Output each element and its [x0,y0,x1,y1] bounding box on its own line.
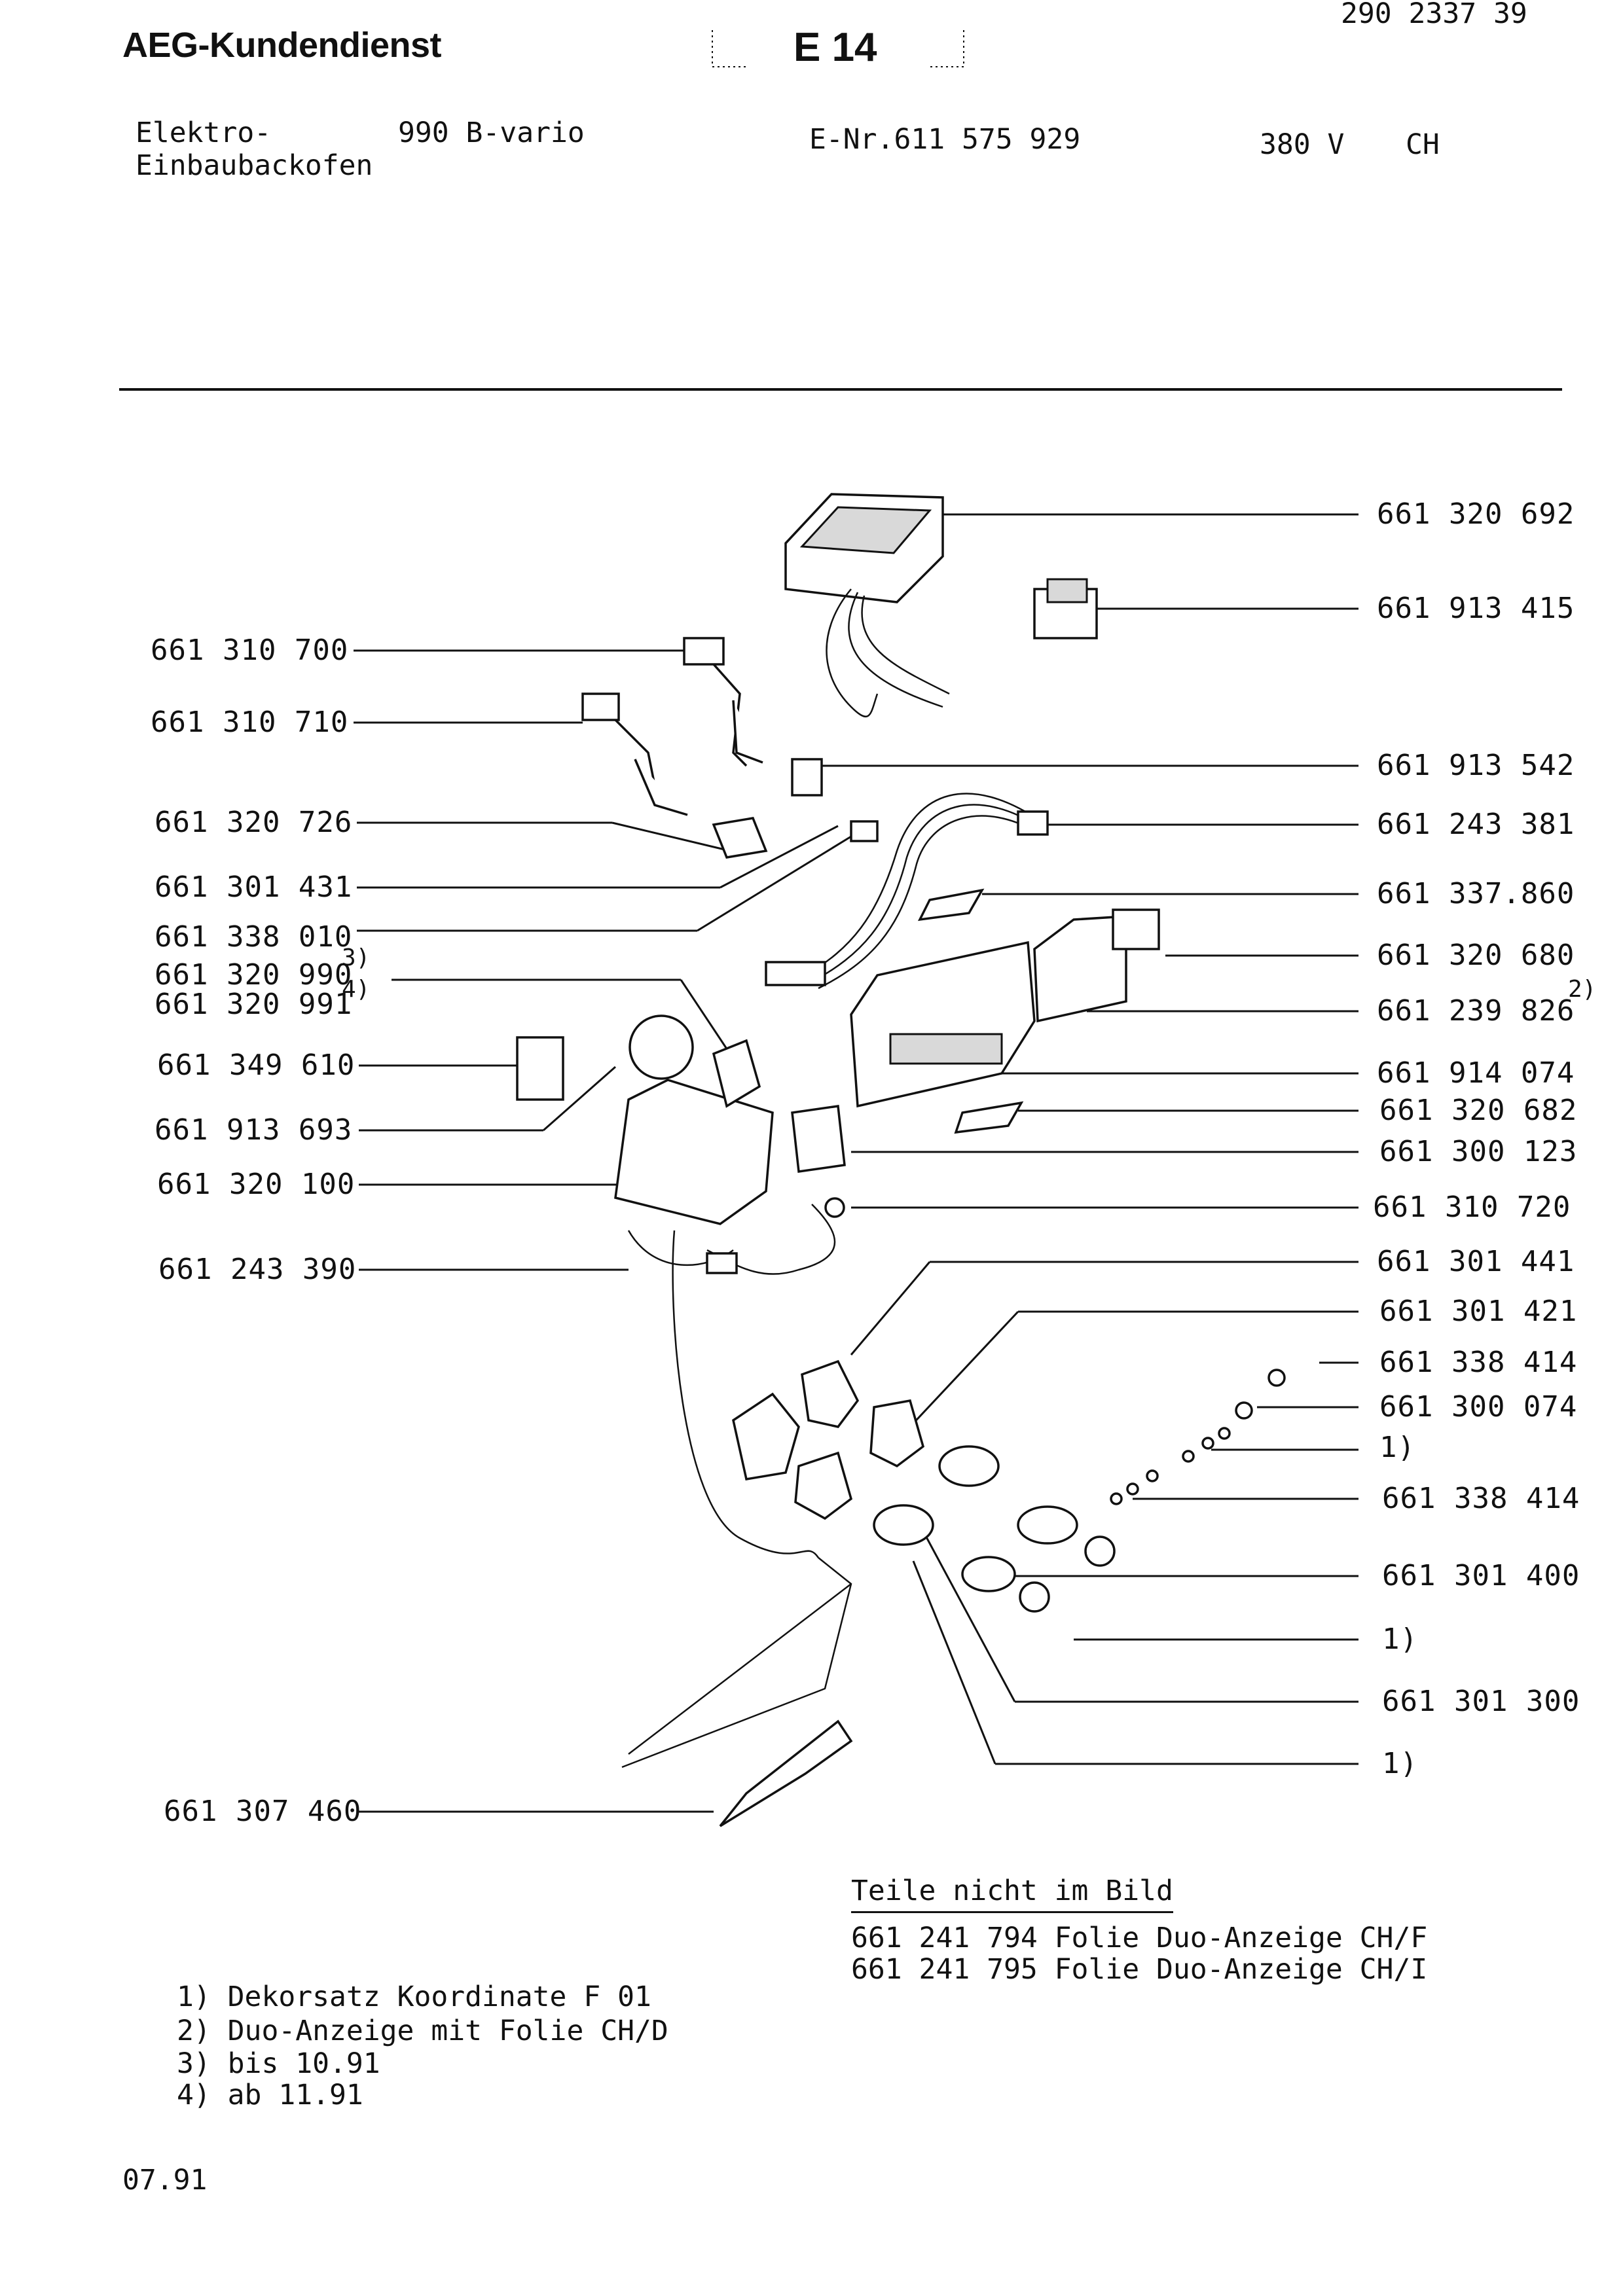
small-fittings [1110,1369,1286,1505]
footnote-detail: mit Folie CH/D [431,2015,668,2047]
ribbon-cable-upper [826,588,950,717]
part-number-right: 661 300 074 [1379,1390,1578,1424]
part-number-right: 661 338 414 [1382,1482,1580,1515]
part-number-left: 661 301 431 [155,870,353,904]
cable-harness-lower [621,1197,852,1768]
part-number-left: 661 310 700 [151,634,349,667]
part-number-left: 661 913 693 [155,1113,353,1147]
section-code: E 14 [793,25,877,70]
part-number-right: 661 337.860 [1377,877,1575,910]
footnote-mark: 2) [177,2015,211,2047]
part-number-right: 661 301 421 [1379,1295,1578,1328]
e-number: E-Nr.611 575 929 [809,123,1081,156]
part-number-right: 661 914 074 [1377,1056,1575,1090]
product-line1: Elektro- [136,117,272,149]
footnote-text: Dekorsatz [227,1981,380,2013]
footnote-detail: 11.91 [278,2079,363,2111]
part-number-left: 661 310 710 [151,706,349,739]
control-module-top [784,493,944,603]
footnote-detail: Koordinate F 01 [397,1981,651,2013]
not-shown-variant: CH/F [1359,1922,1428,1954]
footnote-ref: 1) [1379,1431,1415,1464]
footnote-mark: 2) [1568,976,1597,1003]
temperature-probe [628,1583,853,1827]
footnote-mark: 4) [342,976,371,1003]
footnote-ref: 1) [1382,1623,1418,1656]
part-number-left: 661 338 010 [155,920,353,954]
part-number-right: 661 913 542 [1377,749,1575,782]
part-number-left: 661 320 726 [155,806,353,839]
footnote-mark: 1) [177,1981,211,2013]
not-shown-desc: Folie Duo-Anzeige [1054,1922,1343,1954]
not-shown-item: 661 241 795 Folie Duo-Anzeige CH/I [851,1956,1427,1984]
part-number-right: 661 913 415 [1377,592,1575,625]
section-code-frame [712,30,964,67]
part-number-right: 661 239 826 [1377,994,1575,1028]
footnote-detail: 10.91 [295,2047,380,2080]
footnote: 3) bis 10.91 [177,2050,380,2078]
display-module [850,908,1160,1108]
part-number-left: 661 320 991 [155,988,353,1021]
bracket-parts [712,758,879,859]
part-number-right: 661 300 123 [1379,1135,1578,1168]
part-number-right: 661 301 400 [1382,1559,1580,1592]
part-number-right: 661 320 682 [1379,1094,1578,1127]
not-shown-title: Teile nicht im Bild [851,1874,1173,1913]
document-number: 290 2337 39 [1341,0,1527,30]
footnote-text: ab [227,2079,262,2111]
knob-caps [873,1445,1116,1613]
flat-connectors [581,637,763,816]
footnote: 4) ab 11.91 [177,2081,363,2109]
part-number-right: 661 301 300 [1382,1685,1580,1718]
plate-frames [917,888,1024,1134]
footnote-mark: 3) [177,2047,211,2080]
not-shown-title-text: Teile nicht im Bild [851,1874,1173,1913]
footnote: 1) Dekorsatz Koordinate F 01 [177,1983,651,2011]
not-shown-number: 661 241 794 [851,1922,1038,1954]
part-number-left: 661 320 990 [155,958,353,992]
product-line2: Einbaubackofen [136,149,373,182]
footnote-text: Duo-Anzeige [227,2015,414,2047]
part-number-right: 661 338 414 [1379,1346,1578,1379]
footnote-mark: 3) [342,944,371,971]
not-shown-variant: CH/I [1359,1953,1428,1986]
country-code: CH [1406,128,1440,161]
footnote-mark: 4) [177,2079,211,2111]
header-rule [119,388,1562,391]
model-name: 990 B-vario [398,117,585,149]
part-number-right: 661 310 720 [1373,1191,1571,1224]
part-number-left: 661 349 610 [157,1049,356,1082]
part-number-right: 661 301 441 [1377,1245,1575,1278]
switch-assembly [516,1014,846,1225]
voltage: 380 V [1260,128,1345,161]
part-number-right: 661 320 692 [1377,497,1575,531]
part-number-left: 661 243 390 [158,1253,357,1286]
transformer [1033,578,1098,639]
not-shown-desc: Folie Duo-Anzeige [1054,1953,1343,1986]
part-number-right: 661 243 381 [1377,808,1575,841]
ribbon-cable-main [765,793,1049,990]
not-shown-item: 661 241 794 Folie Duo-Anzeige CH/F [851,1924,1427,1952]
brand-title: AEG-Kundendienst [122,26,442,65]
footnote-ref: 1) [1382,1747,1418,1780]
date-code: 07.91 [122,2164,208,2197]
part-number-right: 661 320 680 [1377,939,1575,972]
knob-bodies [732,1359,925,1520]
leader-lines-left [354,649,855,1813]
part-number-left: 661 307 460 [164,1795,362,1828]
leader-lines-right [822,513,1359,1765]
part-number-left: 661 320 100 [157,1168,356,1201]
footnote-text: bis [227,2047,279,2080]
not-shown-number: 661 241 795 [851,1953,1038,1986]
footnote: 2) Duo-Anzeige mit Folie CH/D [177,2017,668,2045]
